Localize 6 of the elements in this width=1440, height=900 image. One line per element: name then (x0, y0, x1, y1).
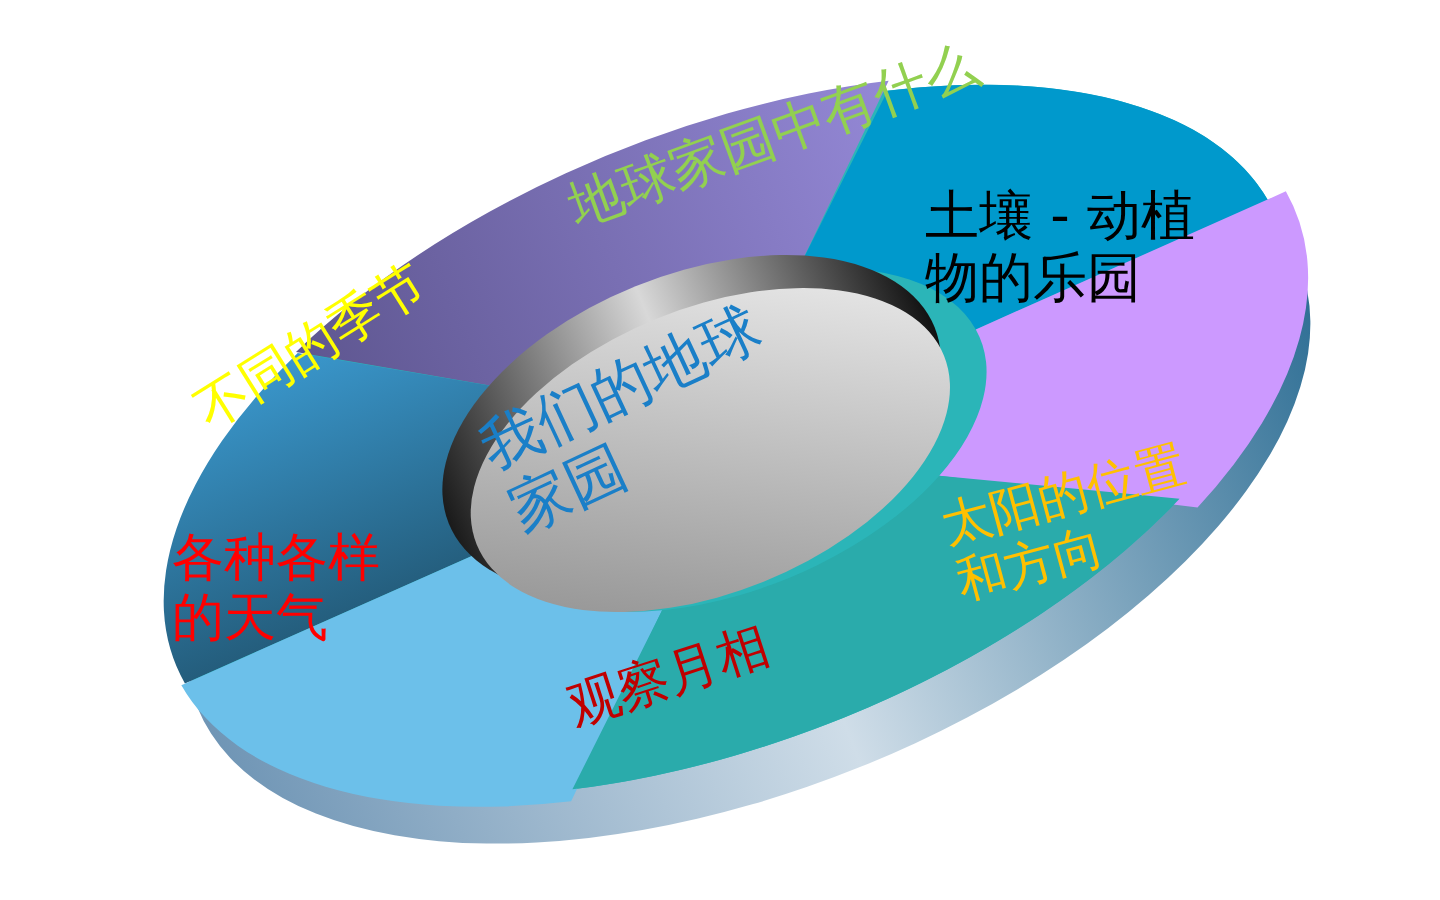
segment-label: 各种各样的天气 (172, 528, 381, 648)
segment-label: 太阳的位置和方向 (935, 433, 1193, 612)
segment-label: 不同的季节 (185, 250, 438, 441)
segment-label: 观察月相 (560, 613, 778, 737)
hub-title: 我们的地球家园 (470, 291, 773, 546)
segment-label: 土壤 - 动植物的乐园 (925, 185, 1196, 310)
